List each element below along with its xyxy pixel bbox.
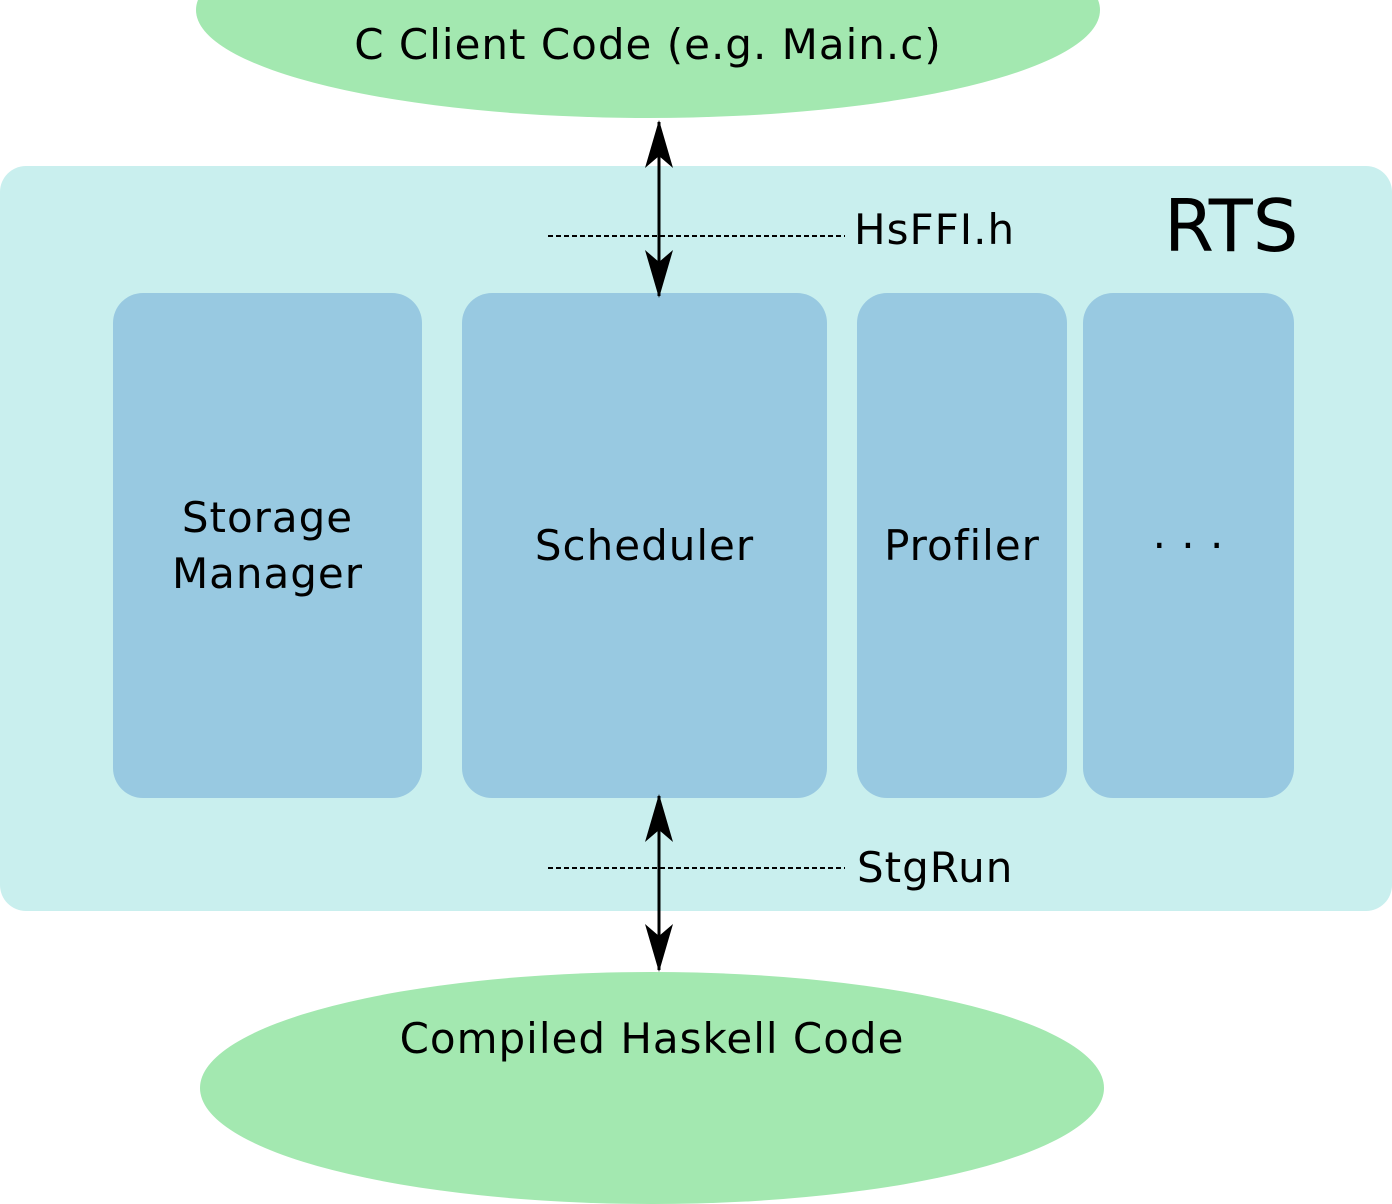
stgrun-interface-label: StgRun (857, 843, 1014, 892)
more-modules-label: · · · (1152, 520, 1225, 570)
profiler-module: Profiler (857, 293, 1067, 798)
scheduler-module: Scheduler (462, 293, 827, 798)
storage-manager-label: Storage Manager (171, 492, 364, 598)
scheduler-label: Scheduler (534, 520, 755, 570)
hsffi-interface-label: HsFFI.h (854, 205, 1016, 254)
more-modules-placeholder: · · · (1083, 293, 1294, 798)
rts-label: RTS (1164, 184, 1299, 268)
connector-overlay (548, 120, 845, 972)
storage-manager-module: Storage Manager (113, 293, 422, 798)
scheduler-haskell-arrow (645, 794, 673, 972)
c-client-code-label: C Client Code (e.g. Main.c) (354, 20, 942, 69)
compiled-haskell-code-label: Compiled Haskell Code (399, 1014, 905, 1063)
client-scheduler-arrow (645, 120, 673, 298)
profiler-label: Profiler (884, 520, 1040, 570)
